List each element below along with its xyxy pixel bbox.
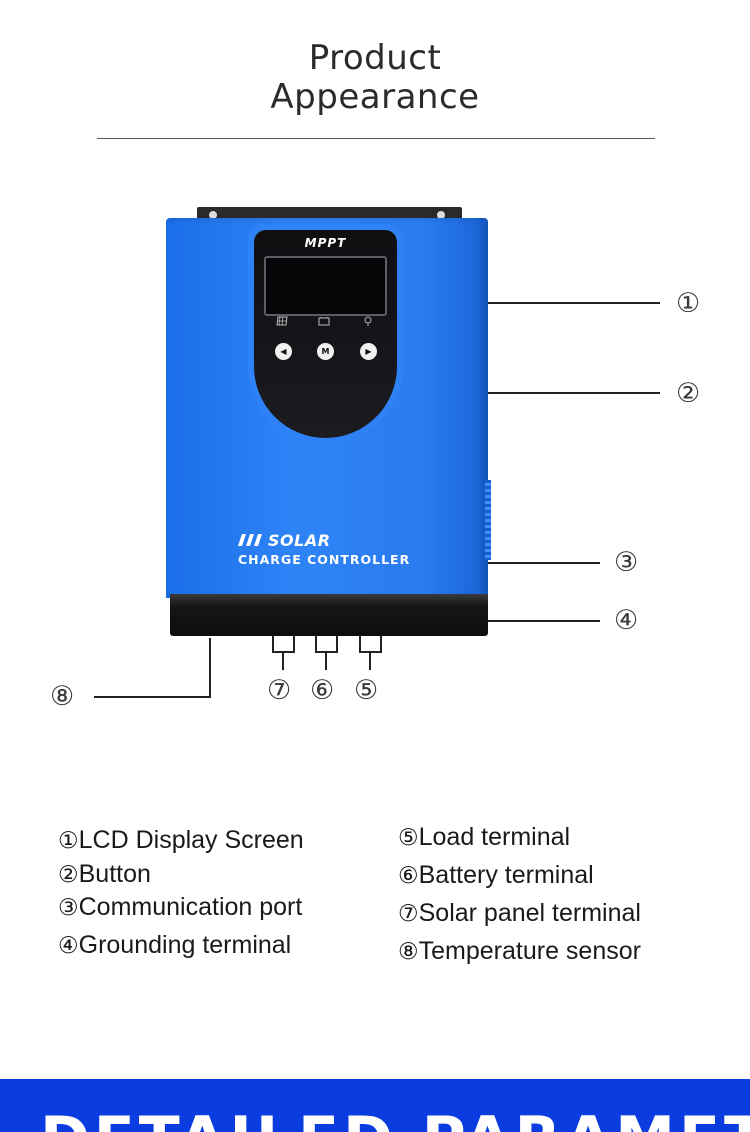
- callout-3: ③: [614, 547, 639, 578]
- logo-controller-text: CHARGE CONTROLLER: [238, 552, 411, 567]
- legend-item: ④Grounding terminal: [58, 931, 291, 960]
- callout-2: ②: [676, 378, 701, 409]
- side-vent: [485, 480, 491, 560]
- legend-label: Temperature sensor: [418, 937, 641, 965]
- left-button[interactable]: ◀: [275, 343, 292, 360]
- legend-item: ⑤Load terminal: [398, 823, 570, 852]
- legend-number: ④: [58, 933, 79, 959]
- legend-label: Button: [78, 860, 151, 888]
- lcd-screen: [264, 256, 387, 316]
- callout-1: ①: [676, 288, 701, 319]
- legend-item: ⑥Battery terminal: [398, 861, 594, 890]
- page-title-line1: Product: [308, 38, 442, 78]
- legend-item: ①LCD Display Screen: [58, 826, 304, 855]
- section-banner: DETAILED PARAMETER: [0, 1079, 750, 1132]
- legend-number: ⑤: [398, 825, 419, 851]
- terminal-cover: [170, 594, 488, 636]
- legend-label: Battery terminal: [418, 861, 594, 889]
- mount-hole-icon: [209, 211, 217, 219]
- callout-7: ⑦: [267, 675, 292, 706]
- legend-number: ⑦: [398, 901, 419, 927]
- page-title-line2: Appearance: [270, 77, 480, 117]
- legend-item: ③Communication port: [58, 893, 302, 922]
- legend-number: ⑥: [398, 863, 419, 889]
- menu-button[interactable]: M: [317, 343, 334, 360]
- legend-item: ⑧Temperature sensor: [398, 937, 641, 966]
- legend-label: Solar panel terminal: [418, 899, 641, 927]
- brand-label: MPPT: [304, 236, 347, 250]
- legend-item: ②Button: [58, 860, 151, 889]
- solar-logo-icon: [238, 534, 262, 546]
- callout-4: ④: [614, 605, 639, 636]
- mount-hole-icon: [437, 211, 445, 219]
- bulb-icon: [362, 316, 374, 326]
- logo-solar-text: SOLAR: [268, 531, 331, 550]
- callout-5: ⑤: [354, 675, 379, 706]
- title-divider: [97, 138, 655, 139]
- legend-number: ⑧: [398, 939, 419, 965]
- legend-label: LCD Display Screen: [78, 826, 304, 854]
- legend-number: ②: [58, 862, 79, 888]
- solar-panel-icon: [276, 316, 288, 326]
- battery-icon: [318, 316, 330, 326]
- legend-item: ⑦Solar panel terminal: [398, 899, 641, 928]
- callout-8: ⑧: [50, 681, 75, 712]
- legend-label: Communication port: [78, 893, 303, 921]
- banner-title: DETAILED PARAMETER: [40, 1109, 750, 1132]
- callout-6: ⑥: [310, 675, 335, 706]
- legend-number: ③: [58, 895, 79, 921]
- legend-label: Grounding terminal: [78, 931, 292, 959]
- right-button[interactable]: ▶: [360, 343, 377, 360]
- legend-number: ①: [58, 828, 79, 854]
- legend-label: Load terminal: [418, 823, 571, 851]
